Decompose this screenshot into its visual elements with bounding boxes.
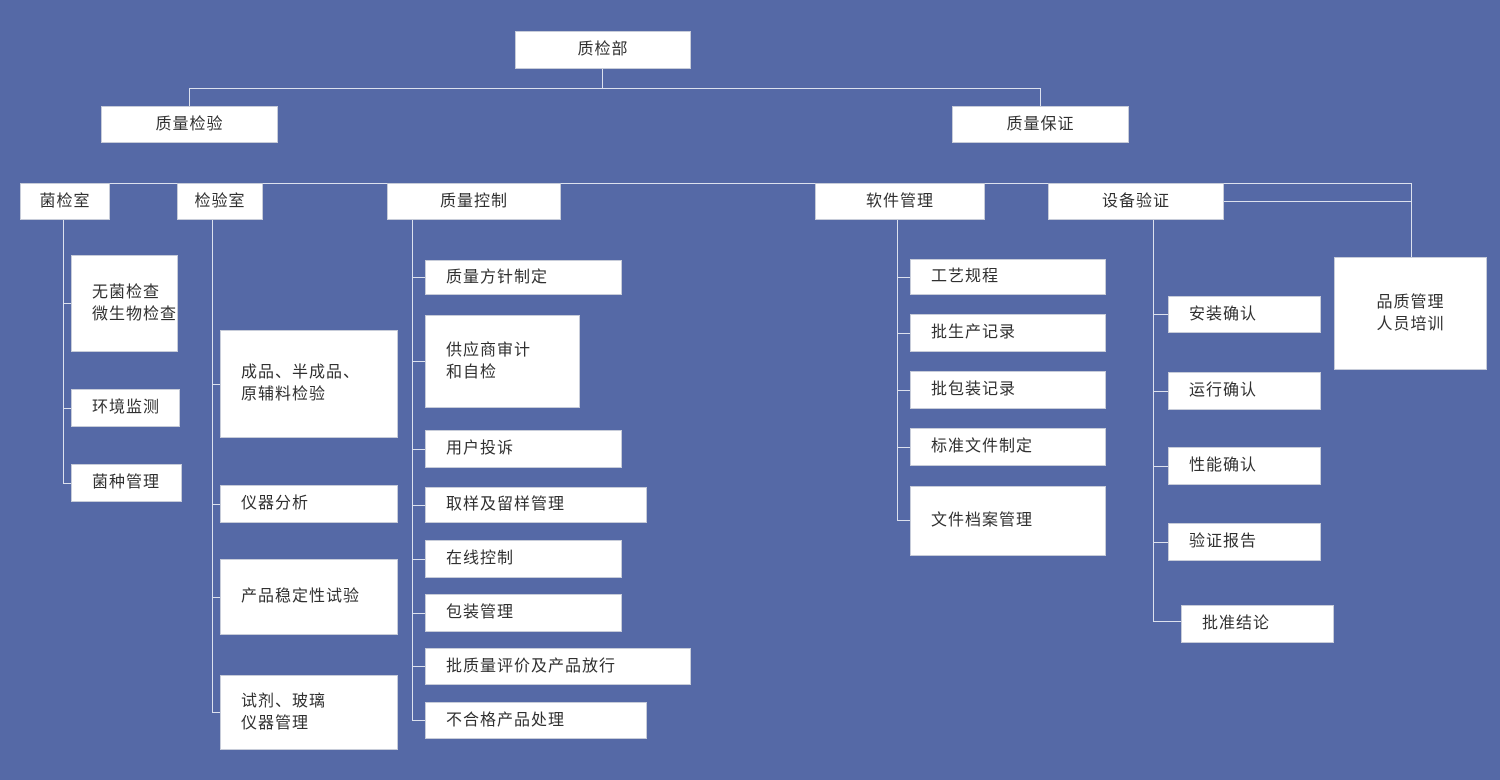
node-nonconforming-handling: 不合格产品处理 (425, 702, 647, 739)
node-label: 无菌检查 (92, 283, 161, 301)
connector-line (897, 277, 910, 278)
node-software-management: 软件管理 (815, 183, 985, 220)
node-quality-assurance: 质量保证 (952, 106, 1129, 143)
node-sterile-check: 无菌检查 微生物检查 (71, 255, 178, 352)
connector-line (63, 483, 71, 484)
node-quality-testing: 质量检验 (101, 106, 278, 143)
connector-line (897, 447, 910, 448)
node-batch-production-records: 批生产记录 (910, 314, 1106, 352)
connector-line (189, 88, 190, 106)
connector-line (897, 220, 898, 520)
connector-line (1040, 88, 1041, 106)
connector-line (602, 69, 603, 88)
node-strain-management: 菌种管理 (71, 464, 182, 502)
node-approval-conclusion: 批准结论 (1181, 605, 1334, 643)
connector-line (63, 303, 71, 304)
node-batch-release: 批质量评价及产品放行 (425, 648, 691, 685)
connector-line (189, 88, 1041, 89)
connector-line (412, 666, 425, 667)
connector-line (1153, 391, 1168, 392)
node-label: 人员培训 (1376, 315, 1445, 333)
node-stability-test: 产品稳定性试验 (220, 559, 398, 635)
node-label: 和自检 (446, 363, 498, 381)
node-online-control: 在线控制 (425, 540, 622, 578)
node-label: 供应商审计 (446, 341, 532, 359)
node-label: 品质管理 (1376, 293, 1445, 311)
connector-line (1153, 314, 1168, 315)
node-microbe-lab: 菌检室 (20, 183, 110, 220)
node-operation-qualification: 运行确认 (1168, 372, 1321, 410)
node-env-monitoring: 环境监测 (71, 389, 180, 427)
connector-line (412, 720, 425, 721)
node-label: 试剂、玻璃 (241, 692, 327, 710)
node-product-testing: 成品、半成品、 原辅料检验 (220, 330, 398, 438)
connector-line (1411, 183, 1412, 257)
node-document-archives: 文件档案管理 (910, 486, 1106, 556)
connector-line (1153, 621, 1181, 622)
node-label: 成品、半成品、 (241, 364, 361, 381)
node-standard-documents: 标准文件制定 (910, 428, 1106, 466)
connector-line (63, 220, 64, 483)
node-batch-packaging-records: 批包装记录 (910, 371, 1106, 409)
connector-line (412, 361, 425, 362)
connector-line (212, 504, 220, 505)
connector-line (897, 390, 910, 391)
connector-line (412, 220, 413, 720)
node-installation-qualification: 安装确认 (1168, 296, 1321, 333)
node-label: 微生物检查 (92, 305, 178, 323)
connector-line (897, 333, 910, 334)
connector-line (412, 449, 425, 450)
connector-line (412, 277, 425, 278)
node-process-regulations: 工艺规程 (910, 259, 1106, 295)
connector-line (212, 220, 213, 712)
node-equipment-validation: 设备验证 (1048, 183, 1224, 220)
connector-line (1153, 542, 1168, 543)
connector-line (212, 597, 220, 598)
node-testing-lab: 检验室 (177, 183, 263, 220)
node-validation-report: 验证报告 (1168, 523, 1321, 561)
node-packaging-management: 包装管理 (425, 594, 622, 632)
node-performance-qualification: 性能确认 (1168, 447, 1321, 485)
node-qm-personnel-training: 品质管理 人员培训 (1334, 257, 1487, 370)
node-reagent-glassware: 试剂、玻璃 仪器管理 (220, 675, 398, 750)
node-user-complaints: 用户投诉 (425, 430, 622, 468)
connector-line (412, 559, 425, 560)
node-instrument-analysis: 仪器分析 (220, 485, 398, 523)
connector-line (20, 183, 1412, 184)
connector-line (212, 384, 220, 385)
connector-line (212, 712, 220, 713)
node-quality-inspection-dept: 质检部 (515, 31, 691, 69)
connector-line (412, 613, 425, 614)
node-supplier-audit: 供应商审计 和自检 (425, 315, 580, 408)
connector-line (1153, 220, 1154, 621)
connector-line (63, 408, 71, 409)
connector-line (1224, 201, 1411, 202)
node-quality-policy: 质量方针制定 (425, 260, 622, 295)
connector-line (897, 520, 910, 521)
node-label: 仪器管理 (241, 714, 310, 732)
node-label: 原辅料检验 (241, 386, 327, 403)
node-sampling-retention: 取样及留样管理 (425, 487, 647, 523)
connector-line (1153, 466, 1168, 467)
node-quality-control: 质量控制 (387, 183, 561, 220)
connector-line (412, 505, 425, 506)
